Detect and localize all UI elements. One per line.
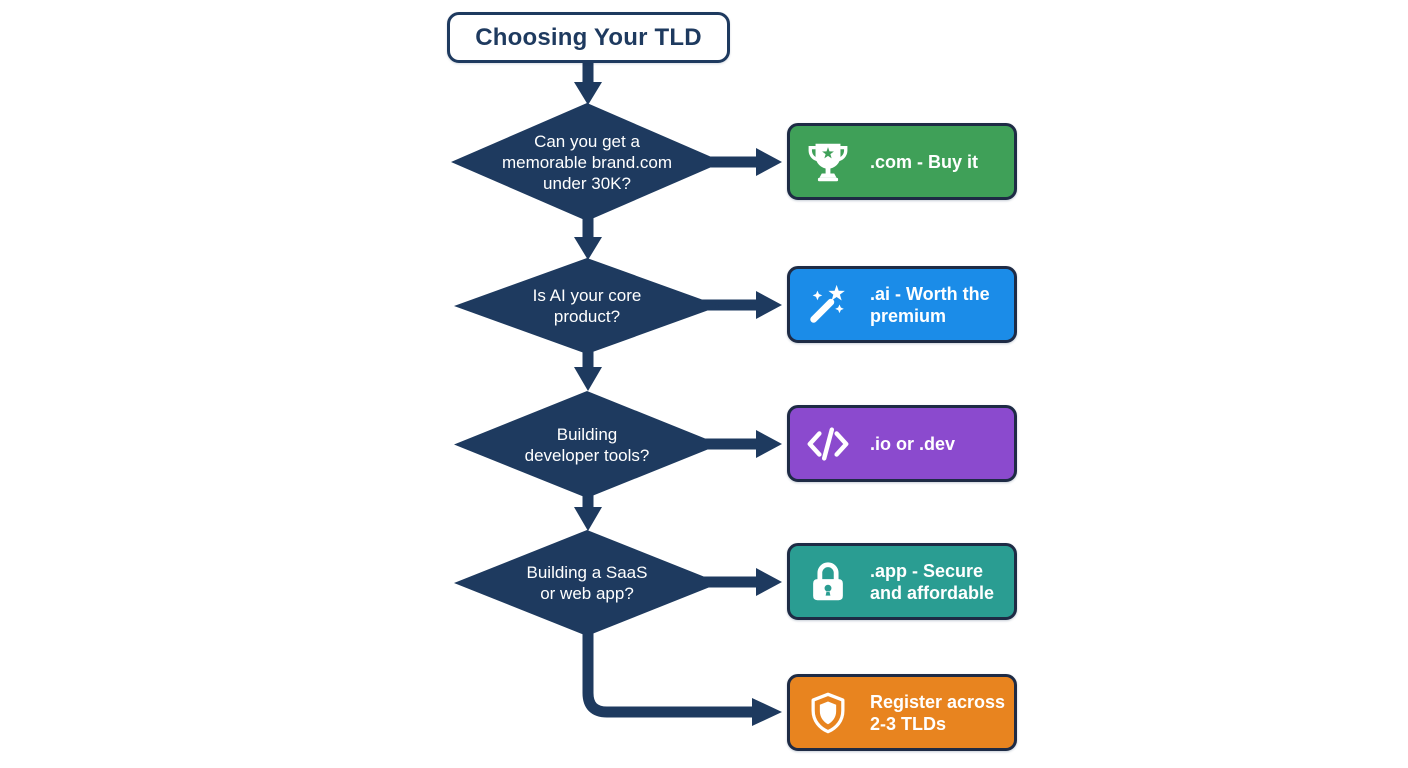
- code-icon: [807, 426, 849, 461]
- result-app: .app - Secure and affordable: [787, 543, 1017, 620]
- result-io-dev: .io or .dev: [787, 405, 1017, 482]
- result-register-multiple: Register across 2-3 TLDs: [787, 674, 1017, 751]
- result-label: .com - Buy it: [870, 151, 979, 172]
- result-com: .com - Buy it: [787, 123, 1017, 200]
- lock-icon: [813, 561, 843, 600]
- result-label: .io or .dev: [870, 433, 956, 454]
- flowchart-title-label: Choosing Your TLD: [475, 23, 702, 51]
- arrow-title-to-d1: [574, 60, 602, 105]
- result-label: .app - Secure and affordable: [870, 560, 995, 603]
- decision-text: Can you get a memorable brand.com under …: [501, 131, 673, 193]
- trophy-icon: [808, 143, 848, 181]
- result-ai: .ai - Worth the premium: [787, 266, 1017, 343]
- result-label: Register across 2-3 TLDs: [870, 691, 1006, 734]
- arrow-d4-to-register: [582, 620, 782, 726]
- shield-icon: [811, 692, 845, 733]
- result-label: .ai - Worth the premium: [870, 283, 990, 326]
- decision-text: Building a SaaS or web app?: [526, 563, 648, 603]
- flowchart-title: Choosing Your TLD: [447, 12, 730, 63]
- magic-wand-icon: [810, 284, 845, 323]
- decision-text: Is AI your core product?: [532, 286, 642, 326]
- decision-text: Building developer tools?: [524, 424, 650, 465]
- arrow-d1-to-d2: [574, 215, 602, 260]
- arrow-d3-to-d4: [574, 493, 602, 531]
